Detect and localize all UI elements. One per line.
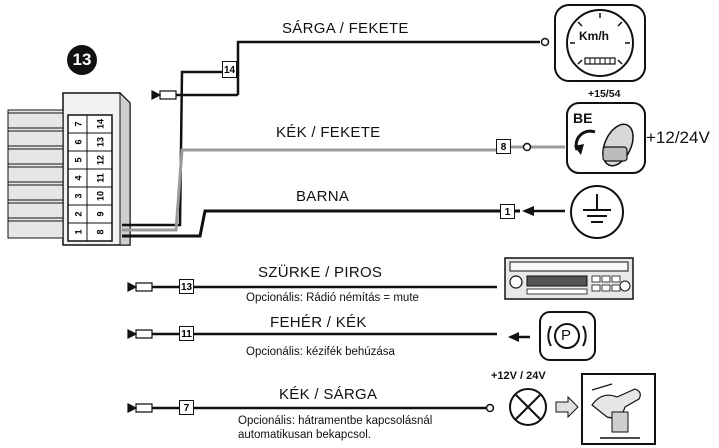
speedometer-unit: Km/h	[579, 29, 609, 43]
pin-box-13: 13	[179, 279, 194, 294]
wire-label-feher-kek: FEHÉR / KÉK	[270, 314, 367, 331]
ground-icon	[570, 185, 624, 239]
reverse-voltage-label: +12V / 24V	[491, 370, 546, 382]
plug-end-icon	[127, 329, 153, 339]
pin-box-8: 8	[496, 139, 511, 154]
pin-box-14: 14	[222, 61, 237, 78]
connector-pin-label: 13	[96, 137, 106, 147]
connector-number-badge: 13	[67, 45, 97, 75]
pin-box-1: 1	[500, 204, 515, 219]
arrow-right-icon	[555, 395, 579, 419]
ground-input-arrow-icon	[522, 206, 565, 216]
wire-label-barna: BARNA	[296, 188, 350, 205]
radio-icon	[504, 257, 634, 300]
connector-pin-label: 1	[74, 229, 84, 234]
note-reverse-line1: Opcionális: hátramentbe kapcsolásnál	[238, 415, 433, 427]
ignition-terminal-label: +15/54	[588, 88, 621, 100]
parking-input-arrow-icon	[508, 332, 530, 342]
connector-pin-label: 11	[96, 173, 106, 183]
note-reverse-line2: automatikusan bekapcsol.	[238, 429, 371, 441]
connector-pin-label: 4	[74, 175, 84, 180]
gear-stick-icon	[581, 373, 656, 445]
note-radio-mute: Opcionális: Rádió némítás = mute	[246, 292, 419, 304]
connector-pin-label: 3	[74, 193, 84, 198]
wire-label-sarga-fekete: SÁRGA / FEKETE	[282, 20, 409, 37]
connector-pin-label: 9	[96, 211, 106, 216]
connector-pin-label: 7	[74, 121, 84, 126]
ignition-be-label: BE	[573, 110, 593, 126]
connector-pin-label: 2	[74, 211, 84, 216]
wire-sarga-fekete	[122, 40, 540, 227]
connector-block: 7 6 5 4 3 2 1 14 13 12 11 10 9 8	[7, 91, 131, 246]
connector-pin-label: 6	[74, 139, 84, 144]
lamp-icon	[509, 388, 547, 426]
ignition-voltage-label: +12/24V	[646, 128, 710, 147]
connector-pin-label: 12	[96, 155, 106, 165]
pin-box-11: 11	[179, 326, 194, 341]
connector-pin-label: 10	[96, 191, 106, 201]
connector-pin-label: 14	[96, 119, 106, 129]
connector-pin-label: 5	[74, 157, 84, 162]
parking-brake-icon	[539, 311, 596, 361]
parking-brake-symbol: P	[561, 327, 572, 344]
wire-label-kek-fekete: KÉK / FEKETE	[276, 124, 381, 141]
speedometer-icon	[554, 4, 646, 82]
plug-end-icon	[127, 282, 153, 292]
pin-box-7: 7	[179, 400, 194, 415]
note-parking-brake: Opcionális: kézifék behúzása	[246, 346, 395, 358]
connector-pin-label: 8	[96, 229, 106, 234]
plug-end-icon	[127, 403, 153, 413]
wire-label-kek-sarga: KÉK / SÁRGA	[279, 386, 378, 403]
ignition-key-icon	[566, 102, 646, 174]
wire-barna	[122, 209, 520, 238]
wire-label-szurke-piros: SZÜRKE / PIROS	[258, 264, 383, 281]
plug-end-icon	[151, 90, 177, 100]
